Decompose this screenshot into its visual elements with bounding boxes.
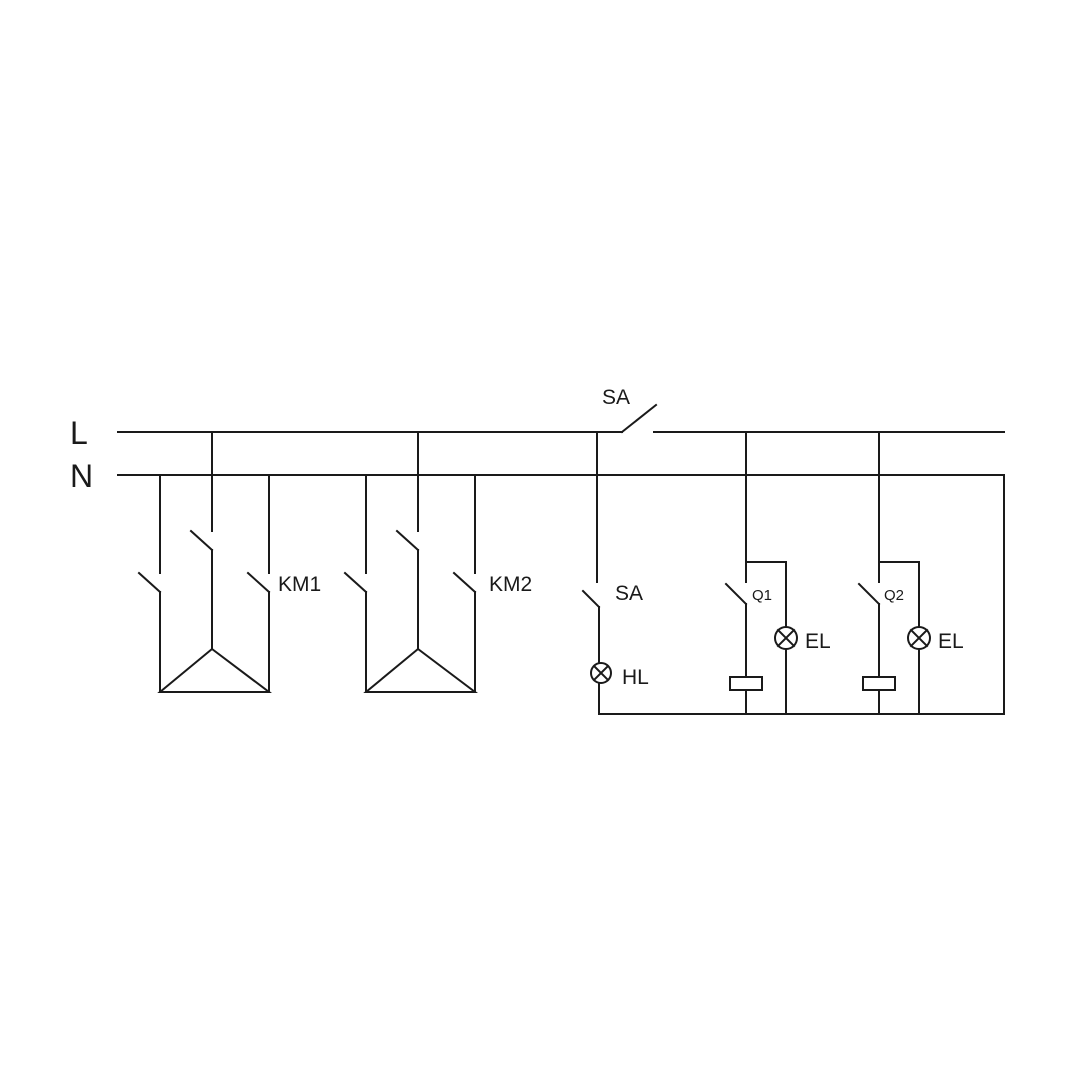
lamp-label: EL <box>938 630 964 653</box>
contactor-km1: KM1 <box>137 431 321 693</box>
coil-icon <box>729 676 763 691</box>
motor-winding-triangle <box>157 647 272 693</box>
switch-label: Q2 <box>884 587 904 604</box>
contactor-label: KM1 <box>278 573 321 596</box>
switch-label: SA <box>615 582 643 605</box>
lamp-label: EL <box>805 630 831 653</box>
coil-icon <box>862 676 896 691</box>
lamp-label: HL <box>622 666 649 689</box>
bus-label-n: N <box>70 458 93 494</box>
indicator-branch: SA HL <box>581 431 649 715</box>
lighting-branch-q2: Q2 EL <box>857 431 964 715</box>
bus-label-l: L <box>70 415 88 451</box>
lighting-branch-q1: Q1 EL <box>724 431 831 715</box>
switch-label: Q1 <box>752 587 772 604</box>
neutral-bus <box>117 474 1005 715</box>
contactor-label: KM2 <box>489 573 532 596</box>
lamp-hl-icon <box>590 662 612 684</box>
lamp-el-icon <box>907 626 931 650</box>
contactor-km2: KM2 <box>343 431 532 693</box>
lamp-el-icon <box>774 626 798 650</box>
motor-winding-triangle <box>363 647 478 693</box>
main-switch-label: SA <box>602 386 630 409</box>
main-switch-sa: SA <box>602 386 658 434</box>
